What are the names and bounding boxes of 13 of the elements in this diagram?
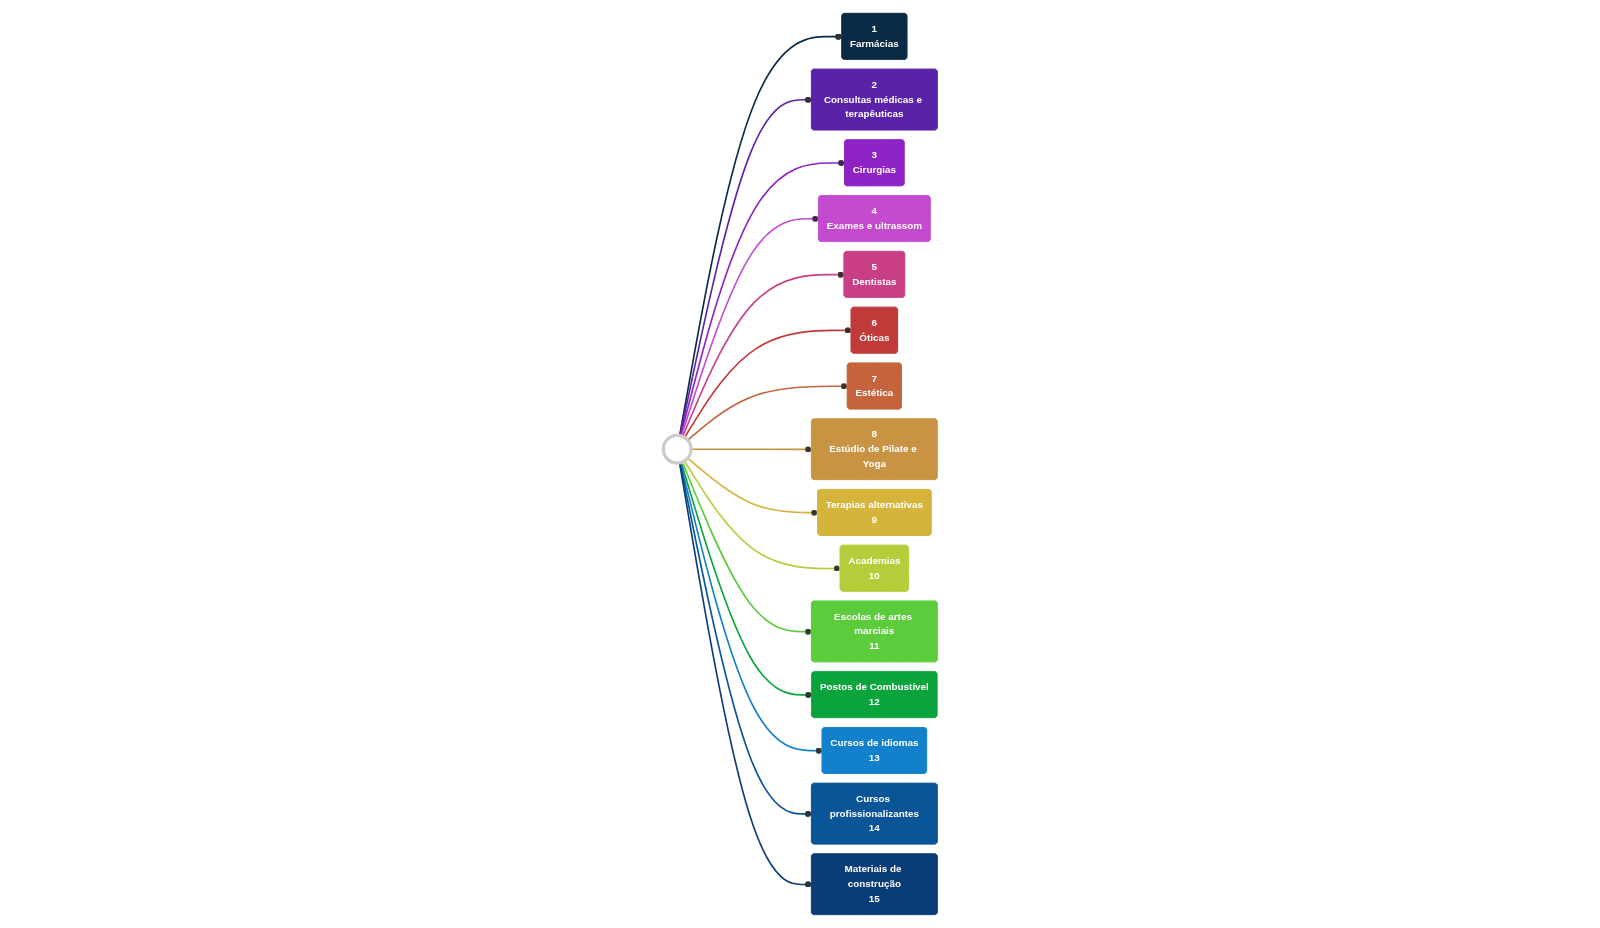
connector <box>678 462 813 888</box>
connector <box>679 159 846 437</box>
connector <box>683 327 852 439</box>
node-circle <box>661 433 693 465</box>
connector <box>680 215 820 437</box>
connector <box>680 461 813 699</box>
connector <box>686 457 819 516</box>
connector <box>683 460 841 572</box>
connector <box>678 461 813 818</box>
connector <box>678 33 843 437</box>
connector <box>681 461 813 635</box>
connector <box>679 461 823 754</box>
connector <box>681 271 845 438</box>
